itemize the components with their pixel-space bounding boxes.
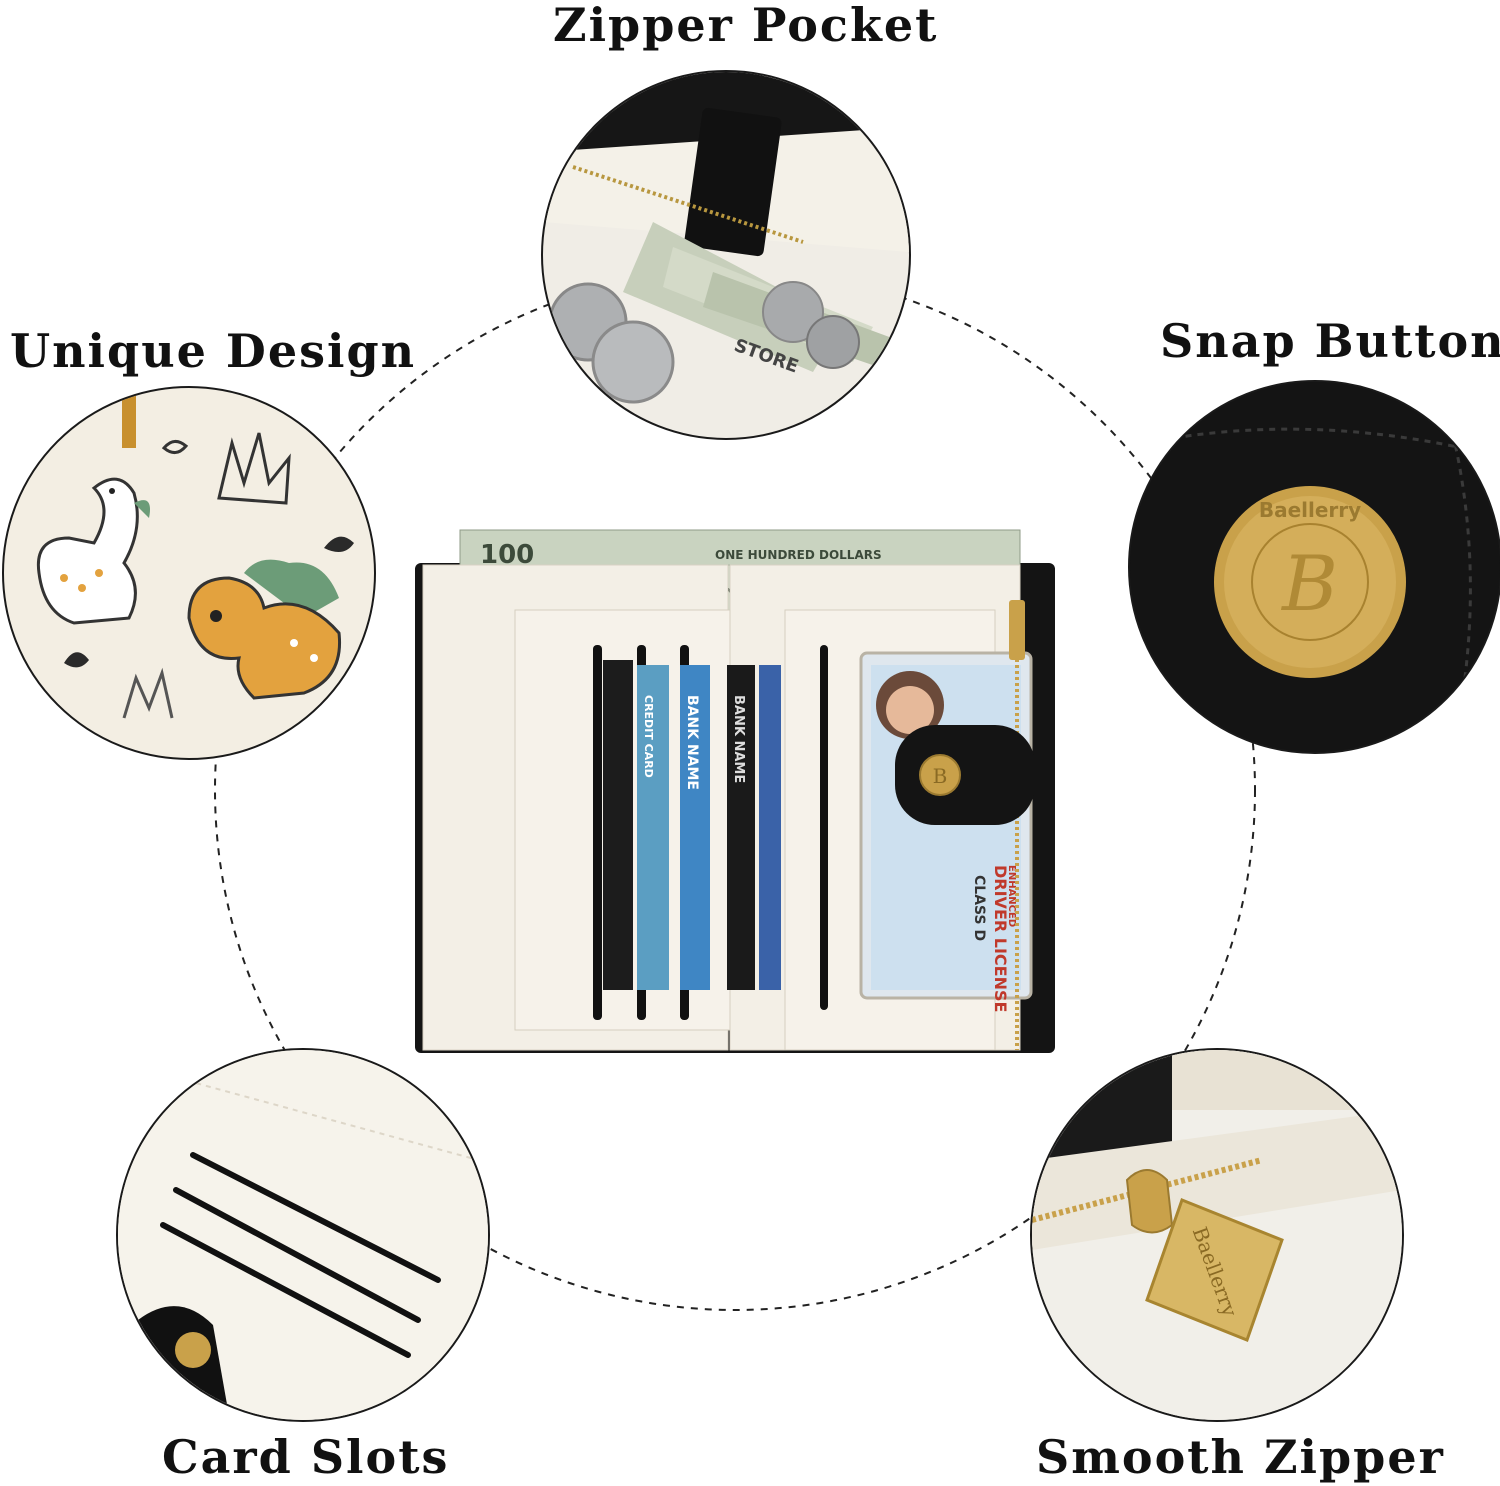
- license-enhanced: ENHANCED: [1006, 865, 1017, 927]
- license-title: DRIVER LICENSE: [991, 865, 1010, 1012]
- zipper-pocket-label: Zipper Pocket: [553, 0, 939, 52]
- smooth-zipper-label: Smooth Zipper: [1036, 1430, 1445, 1484]
- unique-design-detail-image: [2, 386, 376, 760]
- card-credit-label: CREDIT CARD: [642, 695, 655, 778]
- snap-button-label: Snap Button: [1160, 314, 1500, 368]
- zipper-pocket-detail-image: STORE: [541, 70, 911, 440]
- smooth-zipper-detail-image: Baellerry: [1030, 1048, 1404, 1422]
- bill-text-back: ONE HUNDRED DOLLARS: [715, 548, 882, 562]
- card-bank-label-1: BANK NAME: [684, 695, 700, 790]
- card-slots-detail-image: [116, 1048, 490, 1422]
- snap-button-detail-image: B Baellerry: [1128, 380, 1500, 754]
- snap-monogram: B: [1280, 539, 1338, 628]
- license-class: CLASS D: [971, 875, 987, 941]
- banknote-back: 100 ONE HUNDRED DOLLARS: [459, 529, 1021, 571]
- unique-design-label: Unique Design: [10, 324, 417, 378]
- wallet-snap-monogram: B: [933, 764, 948, 788]
- card-bank-label-2: BANK NAME: [731, 695, 746, 783]
- card-slots-label: Card Slots: [162, 1430, 450, 1484]
- snap-brand-text: Baellerry: [1259, 498, 1361, 522]
- wallet-product-image: 100 ONE HUNDRED DOLLARS 100 ONE HUNDRED …: [405, 525, 1055, 1064]
